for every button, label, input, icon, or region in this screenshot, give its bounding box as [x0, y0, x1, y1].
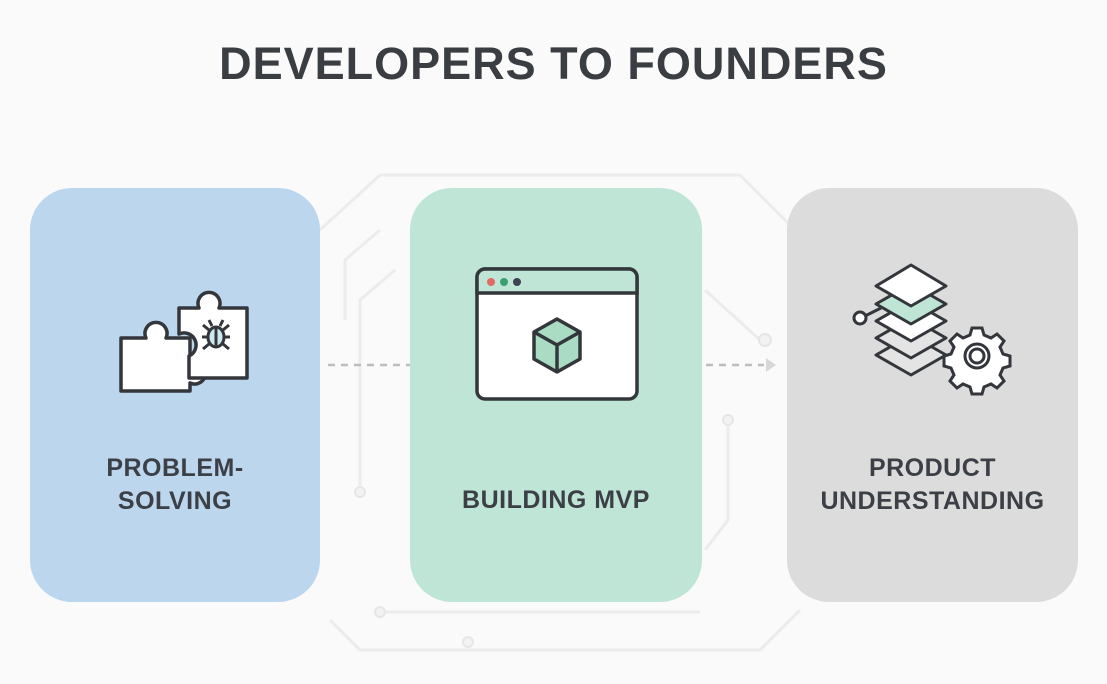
- step-label: PRODUCT UNDERSTANDING: [787, 452, 1078, 518]
- step-label: PROBLEM- SOLVING: [30, 452, 320, 518]
- step-card-problem-solving: PROBLEM- SOLVING: [30, 188, 320, 602]
- step-label: BUILDING MVP: [410, 484, 702, 517]
- arrow-right-icon: [706, 358, 776, 372]
- browser-cube-icon: [475, 267, 639, 401]
- step-label-line: BUILDING MVP: [462, 486, 650, 514]
- layers-gear-icon: [852, 263, 1012, 396]
- step-label-line: SOLVING: [117, 487, 233, 515]
- step-label-line: UNDERSTANDING: [820, 487, 1045, 515]
- step-label-line: PRODUCT: [868, 454, 997, 482]
- puzzle-bug-icon: [119, 290, 249, 393]
- step-card-building-mvp: BUILDING MVP: [410, 188, 702, 602]
- step-label-line: PROBLEM-: [106, 454, 244, 482]
- page-title: DEVELOPERS TO FOUNDERS: [219, 38, 888, 89]
- step-card-product-understanding: PRODUCT UNDERSTANDING: [787, 188, 1078, 602]
